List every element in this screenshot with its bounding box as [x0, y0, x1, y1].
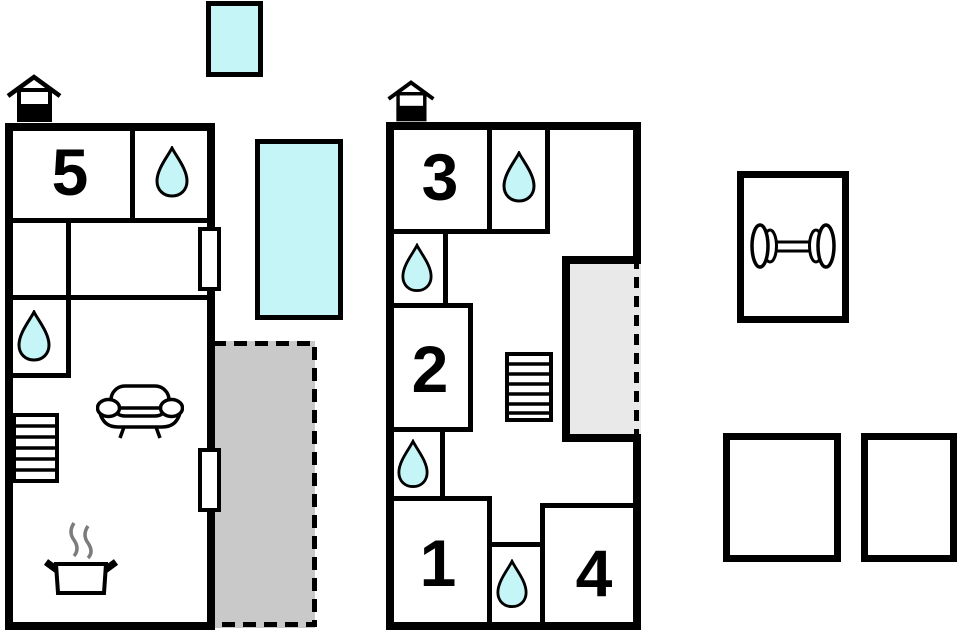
wall-segment [443, 229, 448, 308]
water-drop-icon [496, 559, 528, 609]
room-2-label: 2 [411, 332, 449, 406]
room-4-label: 4 [575, 536, 613, 610]
wall-segment [5, 218, 215, 223]
sofa-icon [96, 383, 184, 440]
water-drop-icon [397, 439, 429, 489]
wall-segment [391, 303, 473, 308]
chimney-icon [5, 74, 63, 124]
room-3-label: 3 [421, 140, 459, 214]
wall-segment [5, 295, 215, 300]
balcony [562, 256, 641, 442]
water-drop-icon [155, 146, 189, 198]
pool-large [255, 139, 343, 320]
wall-segment [487, 496, 492, 626]
water-drop-icon [17, 310, 51, 362]
dumbbell-icon [748, 222, 838, 272]
stairs-icon [505, 352, 553, 422]
outbuilding [723, 433, 841, 562]
outbuilding [861, 433, 957, 562]
door-marker [198, 448, 221, 512]
wall-segment [391, 229, 550, 234]
wall-segment [130, 123, 135, 223]
wall-segment [487, 122, 492, 234]
wall-segment [540, 503, 545, 626]
stairs-icon [12, 413, 59, 483]
wall-segment [440, 427, 445, 501]
wall-segment [492, 542, 545, 547]
door-marker [198, 227, 221, 291]
wall-segment [468, 303, 473, 432]
wall-segment [5, 373, 71, 378]
water-drop-icon [502, 151, 536, 203]
pool-small [206, 1, 263, 77]
wall-segment [540, 503, 635, 508]
chimney-icon [386, 79, 436, 124]
terrace [212, 341, 315, 628]
room-5-label: 5 [51, 135, 89, 209]
water-drop-icon [401, 243, 433, 293]
wall-segment [391, 427, 473, 432]
wall-segment [391, 496, 492, 501]
wall-segment [66, 218, 71, 378]
room-1-label: 1 [419, 526, 457, 600]
wall-segment [545, 122, 550, 234]
stove-icon [44, 519, 118, 597]
